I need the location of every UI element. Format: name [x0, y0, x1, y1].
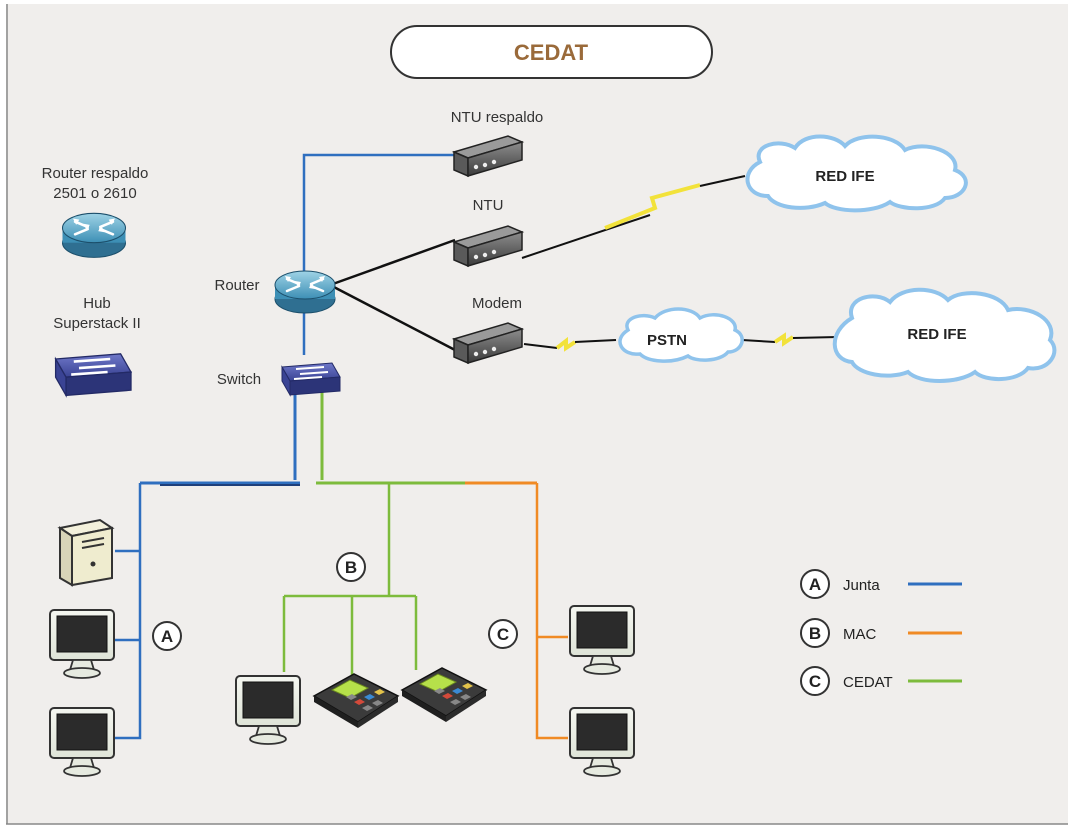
hub-label-1: Hub [83, 295, 111, 312]
group-c-letter: C [497, 625, 509, 644]
legend-item-b: B MAC [800, 618, 962, 648]
link-router-modem [329, 283, 456, 352]
cloud-red-ife-bottom: RED IFE [832, 287, 1057, 383]
router-backup-icon [61, 211, 127, 259]
page-title: CEDAT [514, 40, 589, 65]
server-tower-icon [57, 518, 115, 587]
lightning-pstn [773, 332, 795, 347]
link-lightning-redife [792, 336, 839, 339]
cloud-red-ife-top-label: RED IFE [815, 168, 874, 185]
group-a-trunk [115, 483, 142, 740]
link-pstn-redife [741, 339, 776, 343]
legend-item-c: C CEDAT [800, 666, 962, 696]
group-c-marker: C [488, 619, 518, 649]
group-c-trunk [535, 483, 568, 740]
legend-letter-b: B [809, 624, 821, 643]
link-router-ntu [329, 238, 456, 287]
switch-label: Switch [217, 371, 261, 388]
group-a-letter: A [161, 627, 173, 646]
link-lightning-cloud [699, 175, 746, 187]
hub-label-2: Superstack II [53, 315, 141, 332]
switch-icon [281, 362, 341, 396]
cloud-red-ife-top: RED IFE [745, 134, 968, 213]
legend-letter-c: C [809, 672, 821, 691]
router-backup-label-1: Router respaldo [42, 165, 149, 182]
router-backup-label-2: 2501 o 2610 [53, 185, 136, 202]
title-pill [390, 25, 713, 79]
legend-label-c: CEDAT [843, 674, 893, 691]
legend-letter-a: A [809, 575, 821, 594]
group-a-marker: A [152, 621, 182, 651]
hub-icon [54, 352, 133, 397]
router-label: Router [214, 277, 259, 294]
cloud-red-ife-bottom-label: RED IFE [907, 326, 966, 343]
ntu-backup-label: NTU respaldo [451, 109, 544, 126]
modem-label: Modem [472, 295, 522, 312]
link-lightning-pstn [574, 339, 617, 343]
group-b-marker: B [336, 552, 366, 582]
group-b-letter: B [345, 558, 357, 577]
lightning-modem [555, 336, 577, 352]
link-router-ntu-backup [302, 153, 455, 275]
lightning-ntu [604, 183, 701, 230]
ntu-label: NTU [473, 197, 504, 214]
legend-label-a: Junta [843, 577, 880, 594]
link-ntu-cloud [521, 214, 651, 259]
router-icon [273, 269, 337, 315]
cloud-pstn-label: PSTN [647, 332, 687, 349]
link-modem-pstn [523, 343, 558, 349]
legend-label-b: MAC [843, 626, 877, 643]
legend: A Junta B MAC C CEDAT [800, 569, 962, 696]
legend-item-a: A Junta [800, 569, 962, 599]
cloud-pstn: PSTN [618, 307, 744, 363]
